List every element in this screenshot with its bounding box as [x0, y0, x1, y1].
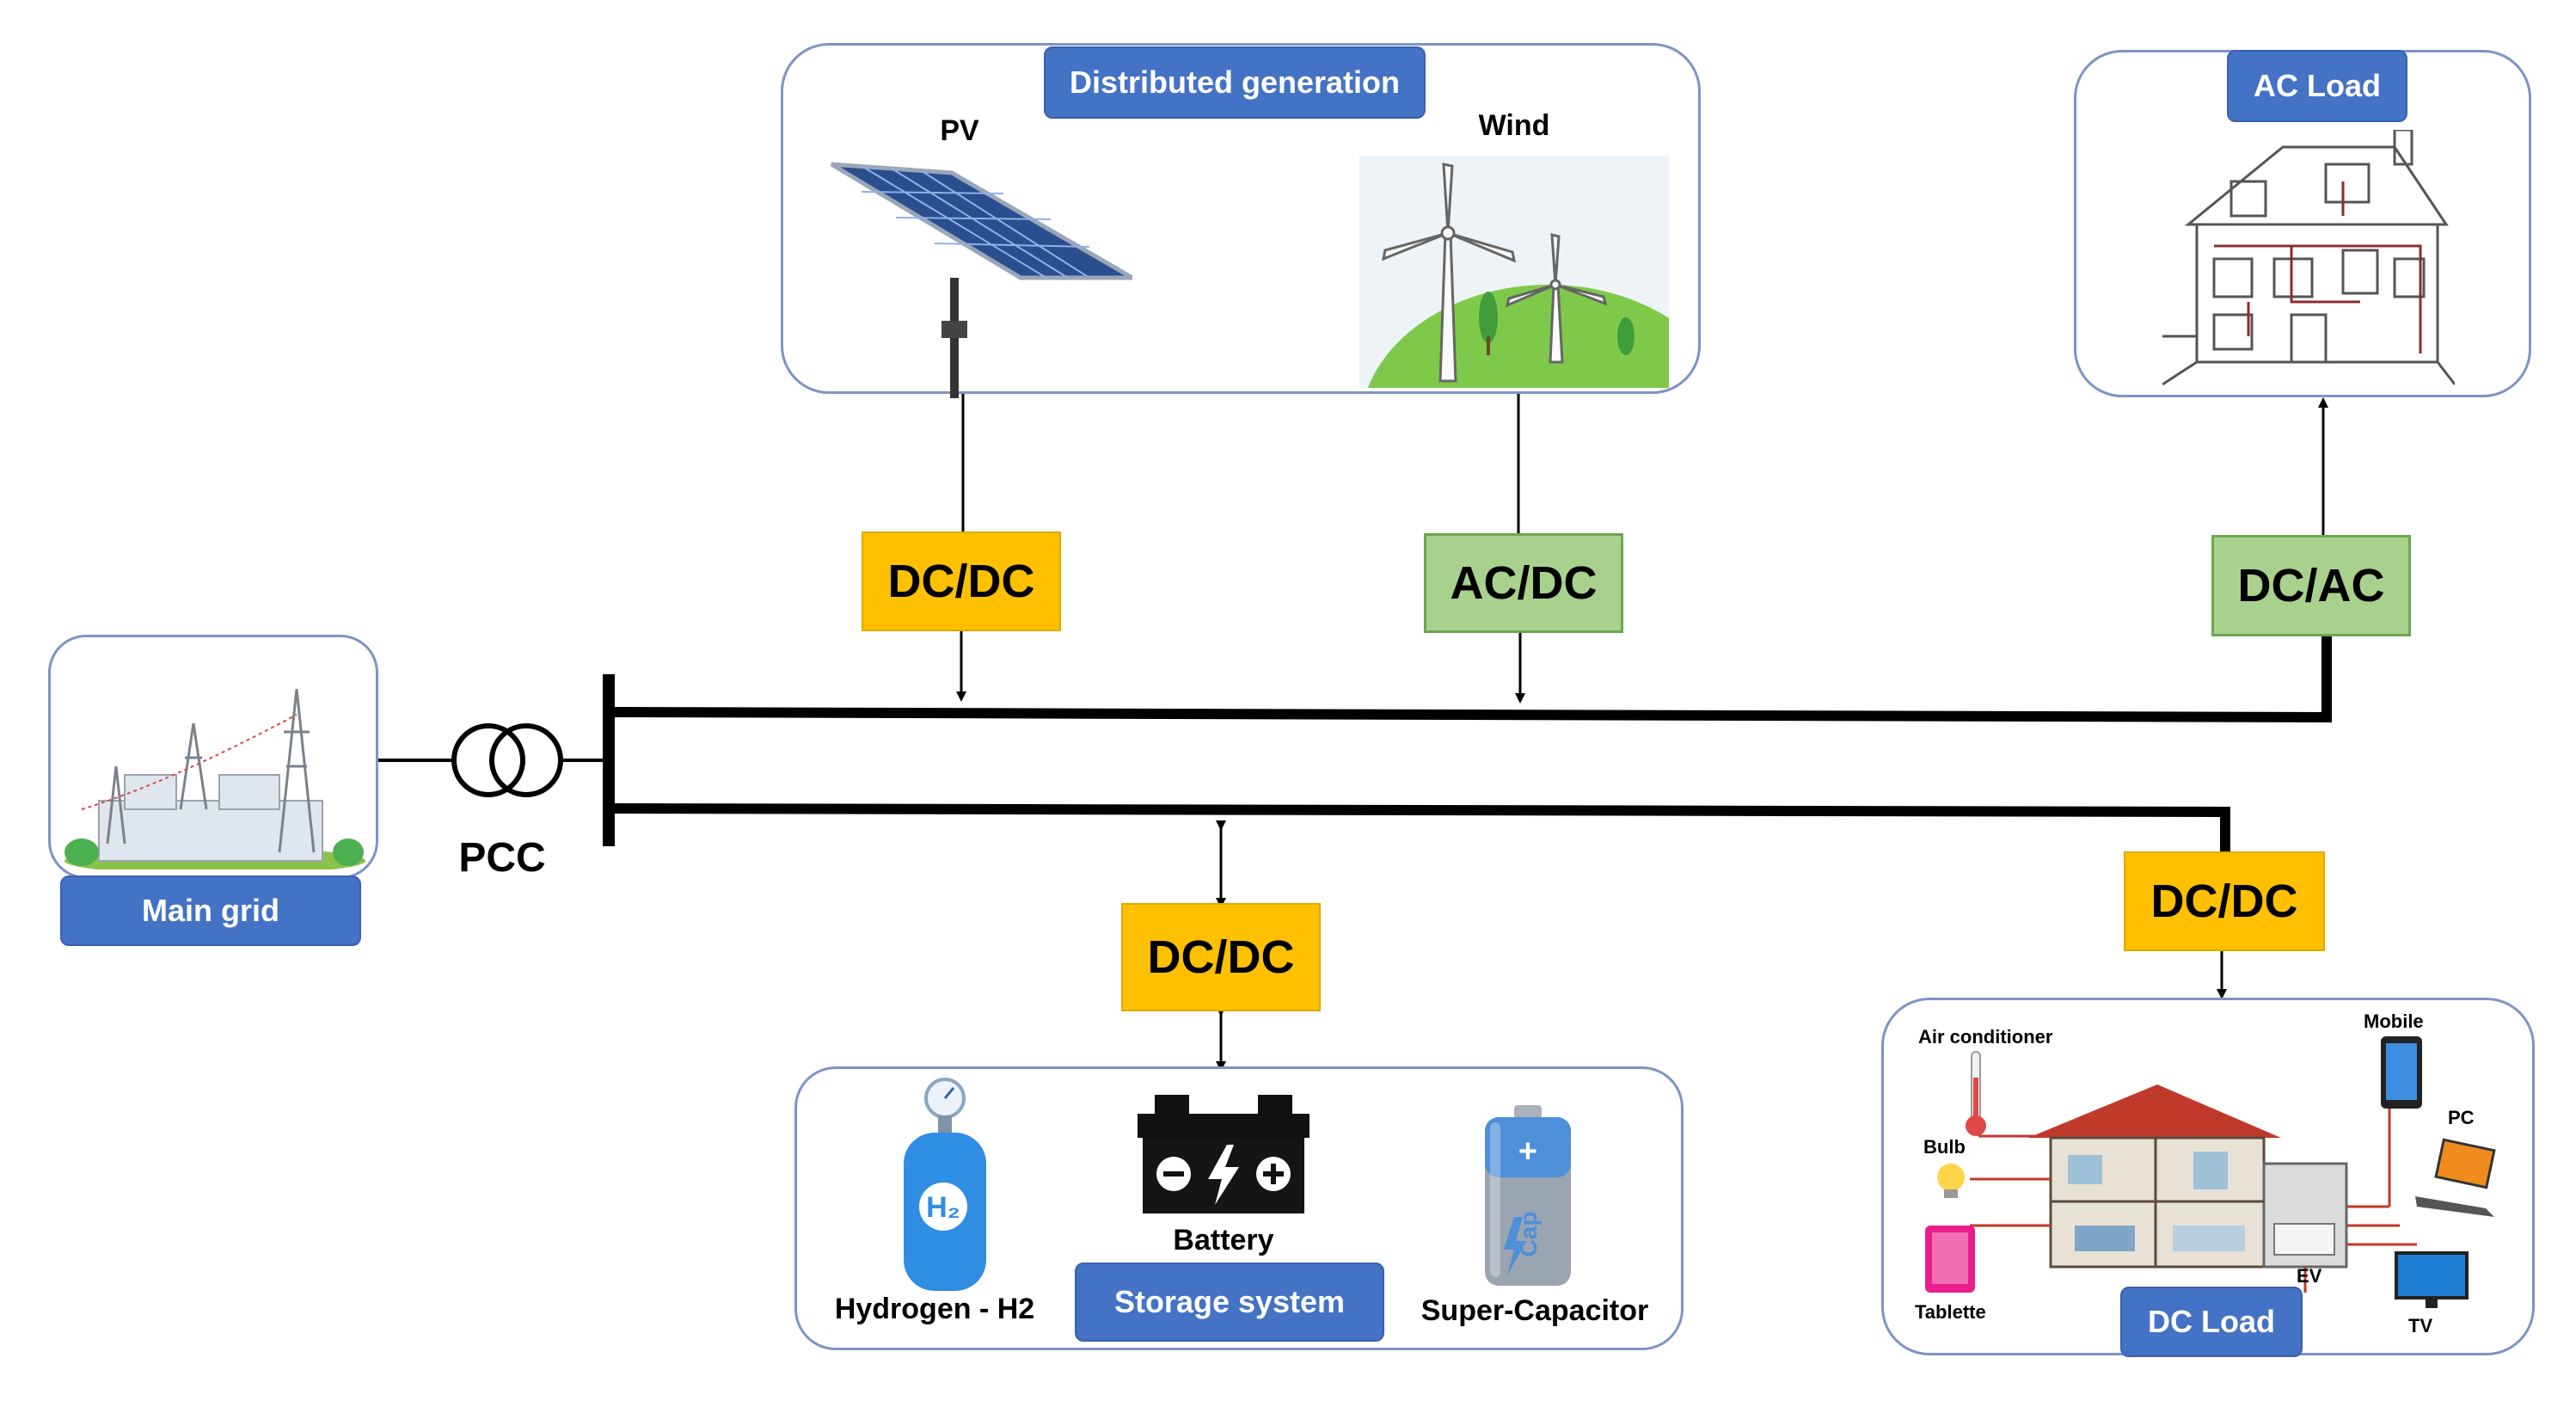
ev-label: EV	[2297, 1265, 2322, 1287]
pcc-label: PCC	[458, 835, 546, 881]
dc-load-tag: DC Load	[2120, 1287, 2303, 1357]
pc-label: PC	[2448, 1107, 2475, 1128]
upper-bus	[608, 636, 2332, 723]
transformer-icon	[451, 723, 563, 797]
ac-load-dcac-converter: DC/AC	[2211, 535, 2411, 636]
wind-turbine-icon	[1359, 156, 1669, 388]
distributed-generation-panel: PV Wind	[781, 43, 1701, 398]
lower-bus	[608, 803, 2230, 851]
supercapacitor-label: Super-Capacitor	[1420, 1294, 1649, 1327]
svg-text:H₂: H₂	[926, 1191, 960, 1224]
battery-label: Battery	[1173, 1224, 1274, 1256]
bulb-label: Bulb	[1923, 1136, 1966, 1158]
smart-home-icon	[1925, 1036, 2496, 1308]
hydrogen-tank-icon: H₂	[904, 1078, 986, 1291]
air-conditioner-label: Air conditioner	[1918, 1026, 2053, 1048]
battery-icon	[1138, 1095, 1309, 1213]
storage-system-tag: Storage system	[1075, 1263, 1384, 1342]
tv-label: TV	[2408, 1315, 2433, 1336]
main-grid-panel	[48, 635, 378, 879]
supercapacitor-icon: + Cap	[1485, 1105, 1571, 1286]
wind-label: Wind	[1478, 109, 1550, 142]
substation-icon	[64, 688, 365, 869]
house-icon	[2162, 130, 2455, 386]
mobile-label: Mobile	[2364, 1011, 2424, 1032]
main-grid-tag: Main grid	[60, 876, 361, 946]
hydrogen-label: Hydrogen - H2	[834, 1293, 1035, 1325]
solar-panel-icon	[830, 162, 1132, 398]
dc-load-dcdc-converter: DC/DC	[2124, 851, 2325, 951]
pv-label: PV	[940, 114, 979, 147]
tablette-label: Tablette	[1915, 1301, 1986, 1323]
svg-text:+: +	[1518, 1134, 1537, 1170]
storage-dcdc-converter: DC/DC	[1121, 903, 1321, 1011]
ac-load-tag: AC Load	[2227, 50, 2407, 122]
distributed-generation-tag: Distributed generation	[1044, 46, 1426, 119]
pv-dcdc-converter: DC/DC	[862, 531, 1061, 631]
wind-acdc-converter: AC/DC	[1424, 533, 1623, 633]
